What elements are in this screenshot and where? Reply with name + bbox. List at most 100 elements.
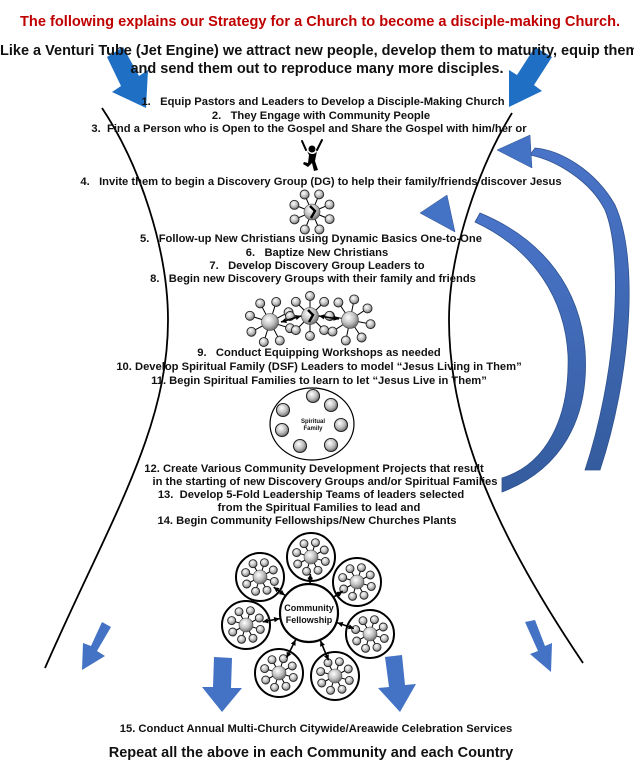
leader-node — [303, 203, 321, 221]
group-network — [260, 654, 298, 692]
leader-node — [349, 574, 365, 590]
member-node — [365, 319, 376, 330]
member-node — [334, 657, 344, 667]
step-number: 1. — [141, 96, 151, 108]
member-node — [271, 296, 282, 307]
member-node — [269, 576, 279, 586]
group-network — [227, 606, 265, 644]
step-text: Invite them to begin a Discovery Group (… — [99, 176, 562, 188]
step-5: 5. Follow-up New Christians using Dynami… — [0, 232, 628, 246]
member-node — [333, 297, 344, 308]
member-node — [356, 563, 366, 573]
community-group — [254, 639, 304, 698]
member-node — [244, 310, 255, 321]
step-12: 12. Create Various Community Development… — [0, 462, 631, 476]
member-node — [299, 224, 310, 235]
spiritual-family-icon: Spiritual Family — [269, 387, 355, 461]
venturi-right-outline — [448, 112, 584, 664]
group-network — [292, 538, 330, 576]
connection-arrow — [337, 622, 355, 630]
step-number: 15. — [119, 723, 136, 735]
community-fellowship-cluster — [221, 532, 395, 701]
step-number: 10. — [116, 361, 132, 373]
member-node — [317, 678, 327, 688]
member-node — [337, 684, 347, 694]
member-node — [366, 581, 376, 591]
member-node — [293, 559, 303, 569]
connection-arrow — [319, 640, 330, 661]
member-node — [327, 326, 338, 337]
member-node — [292, 548, 302, 558]
member-node — [348, 591, 358, 601]
community-group — [310, 640, 360, 701]
step-1: 1. Equip Pastors and Leaders to Develop … — [6, 95, 634, 109]
step-13: 13. Develop 5-Fold Leadership Teams of l… — [0, 488, 628, 502]
leader-node — [271, 665, 287, 681]
member-node — [349, 294, 360, 305]
member-node — [362, 303, 373, 314]
member-node — [369, 615, 379, 625]
step-number: 2. — [211, 110, 222, 122]
entry-arrow-right-icon — [509, 47, 552, 107]
member-node — [288, 672, 298, 682]
member-node — [320, 556, 330, 566]
member-node — [372, 642, 382, 652]
connection-arrow — [333, 590, 344, 598]
member-node — [267, 655, 277, 665]
member-node — [319, 296, 330, 307]
member-node — [310, 538, 320, 548]
member-node — [340, 335, 351, 346]
leader-node — [362, 626, 378, 642]
member-node — [258, 337, 269, 348]
step-number: 4. — [80, 176, 90, 188]
member-node — [237, 634, 247, 644]
step-text: Conduct Annual Multi-Church Citywide/Are… — [138, 723, 513, 735]
person-celebrating-icon — [301, 139, 323, 171]
member-node — [326, 685, 336, 695]
step-number: 8. — [150, 273, 160, 285]
member-node — [241, 568, 251, 578]
member-node — [281, 681, 291, 691]
exit-arrow-far-right-icon — [525, 620, 552, 672]
group-network — [289, 189, 335, 235]
member-node — [305, 291, 315, 301]
intro-line-1: Like a Venturi Tube (Jet Engine) we attr… — [0, 43, 634, 59]
step-2: 2. They Engage with Community People — [4, 109, 634, 123]
family-member-node — [323, 437, 339, 453]
member-node — [324, 199, 335, 210]
exit-arrow-left-icon — [202, 657, 242, 712]
family-member-node — [305, 388, 321, 404]
step-text: Follow-up New Christians using Dynamic B… — [158, 233, 482, 245]
member-node — [324, 214, 335, 225]
entry-arrow-left-icon — [107, 47, 148, 108]
member-node — [338, 573, 348, 583]
member-node — [345, 564, 355, 574]
group-network — [338, 563, 376, 601]
spiritual-family-label-line1: Spiritual — [301, 419, 325, 425]
member-node — [302, 566, 312, 576]
member-node — [287, 661, 297, 671]
connection-arrow — [307, 573, 313, 584]
member-node — [314, 224, 325, 235]
group-network — [244, 296, 296, 348]
step-3: 3. Find a Person who is Open to the Gosp… — [0, 122, 626, 136]
step-14: 14. Begin Community Fellowships/New Chur… — [0, 514, 624, 528]
member-node — [351, 625, 361, 635]
community-fellowship-label-line1: Community — [284, 603, 334, 613]
member-node — [270, 682, 280, 692]
intro-line-2: and send them out to reproduce many more… — [130, 61, 504, 77]
member-node — [358, 616, 368, 626]
member-node — [289, 199, 300, 210]
member-node — [278, 654, 288, 664]
leader-node — [261, 313, 279, 331]
member-node — [314, 189, 325, 200]
step-text: Begin new Discovery Groups with their fa… — [168, 273, 476, 285]
member-node — [299, 539, 309, 549]
leader-node — [327, 668, 343, 684]
member-node — [356, 332, 367, 343]
member-node — [319, 545, 329, 555]
connection-arrow — [285, 639, 297, 659]
member-node — [228, 627, 238, 637]
leader-node — [301, 307, 319, 325]
